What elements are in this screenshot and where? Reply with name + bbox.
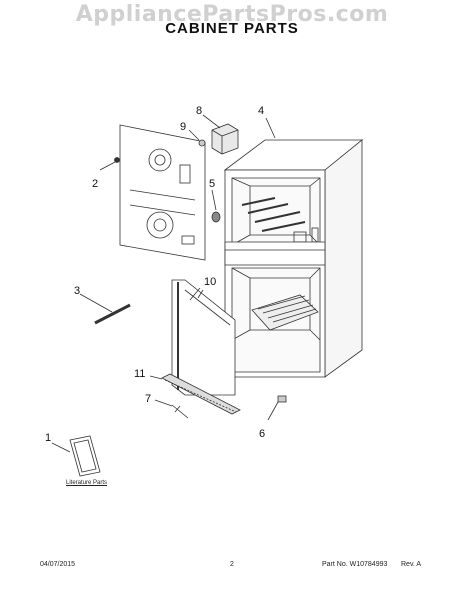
page-title: CABINET PARTS bbox=[165, 20, 299, 37]
callout-9: 9 bbox=[180, 121, 187, 133]
callout-2: 2 bbox=[92, 178, 99, 190]
footer-date: 04/07/2015 bbox=[40, 561, 76, 568]
callout-6: 6 bbox=[259, 428, 266, 440]
clip-part bbox=[154, 399, 189, 419]
leveling-foot-part bbox=[267, 395, 287, 421]
callout-8: 8 bbox=[196, 105, 203, 117]
rail-part bbox=[79, 293, 131, 325]
divider-panel-part bbox=[171, 279, 236, 396]
divider-leader-line bbox=[197, 289, 204, 299]
light-housing-part bbox=[202, 114, 239, 155]
footer-part-number: Part No. W10784993 bbox=[322, 561, 388, 568]
callout-7: 7 bbox=[145, 393, 152, 405]
air-duct-part bbox=[99, 124, 206, 261]
callout-5: 5 bbox=[209, 178, 216, 190]
literature-part bbox=[51, 435, 101, 477]
grommet-part bbox=[211, 189, 221, 223]
callout-10: 10 bbox=[204, 276, 217, 288]
footer-page-number: 2 bbox=[230, 561, 234, 568]
callout-1: 1 bbox=[45, 432, 52, 444]
callout-11: 11 bbox=[134, 368, 146, 380]
cabinet-part bbox=[223, 139, 364, 378]
callout-3: 3 bbox=[74, 285, 81, 297]
callout-4: 4 bbox=[258, 105, 265, 117]
literature-parts-label: Literature Parts bbox=[66, 480, 108, 486]
screw-part bbox=[188, 129, 206, 147]
trim-strip-part bbox=[149, 373, 241, 415]
footer-revision: Rev. A bbox=[401, 561, 422, 568]
watermark: AppliancePartsPros.com bbox=[75, 2, 389, 27]
cabinet-leader-line bbox=[265, 117, 276, 139]
